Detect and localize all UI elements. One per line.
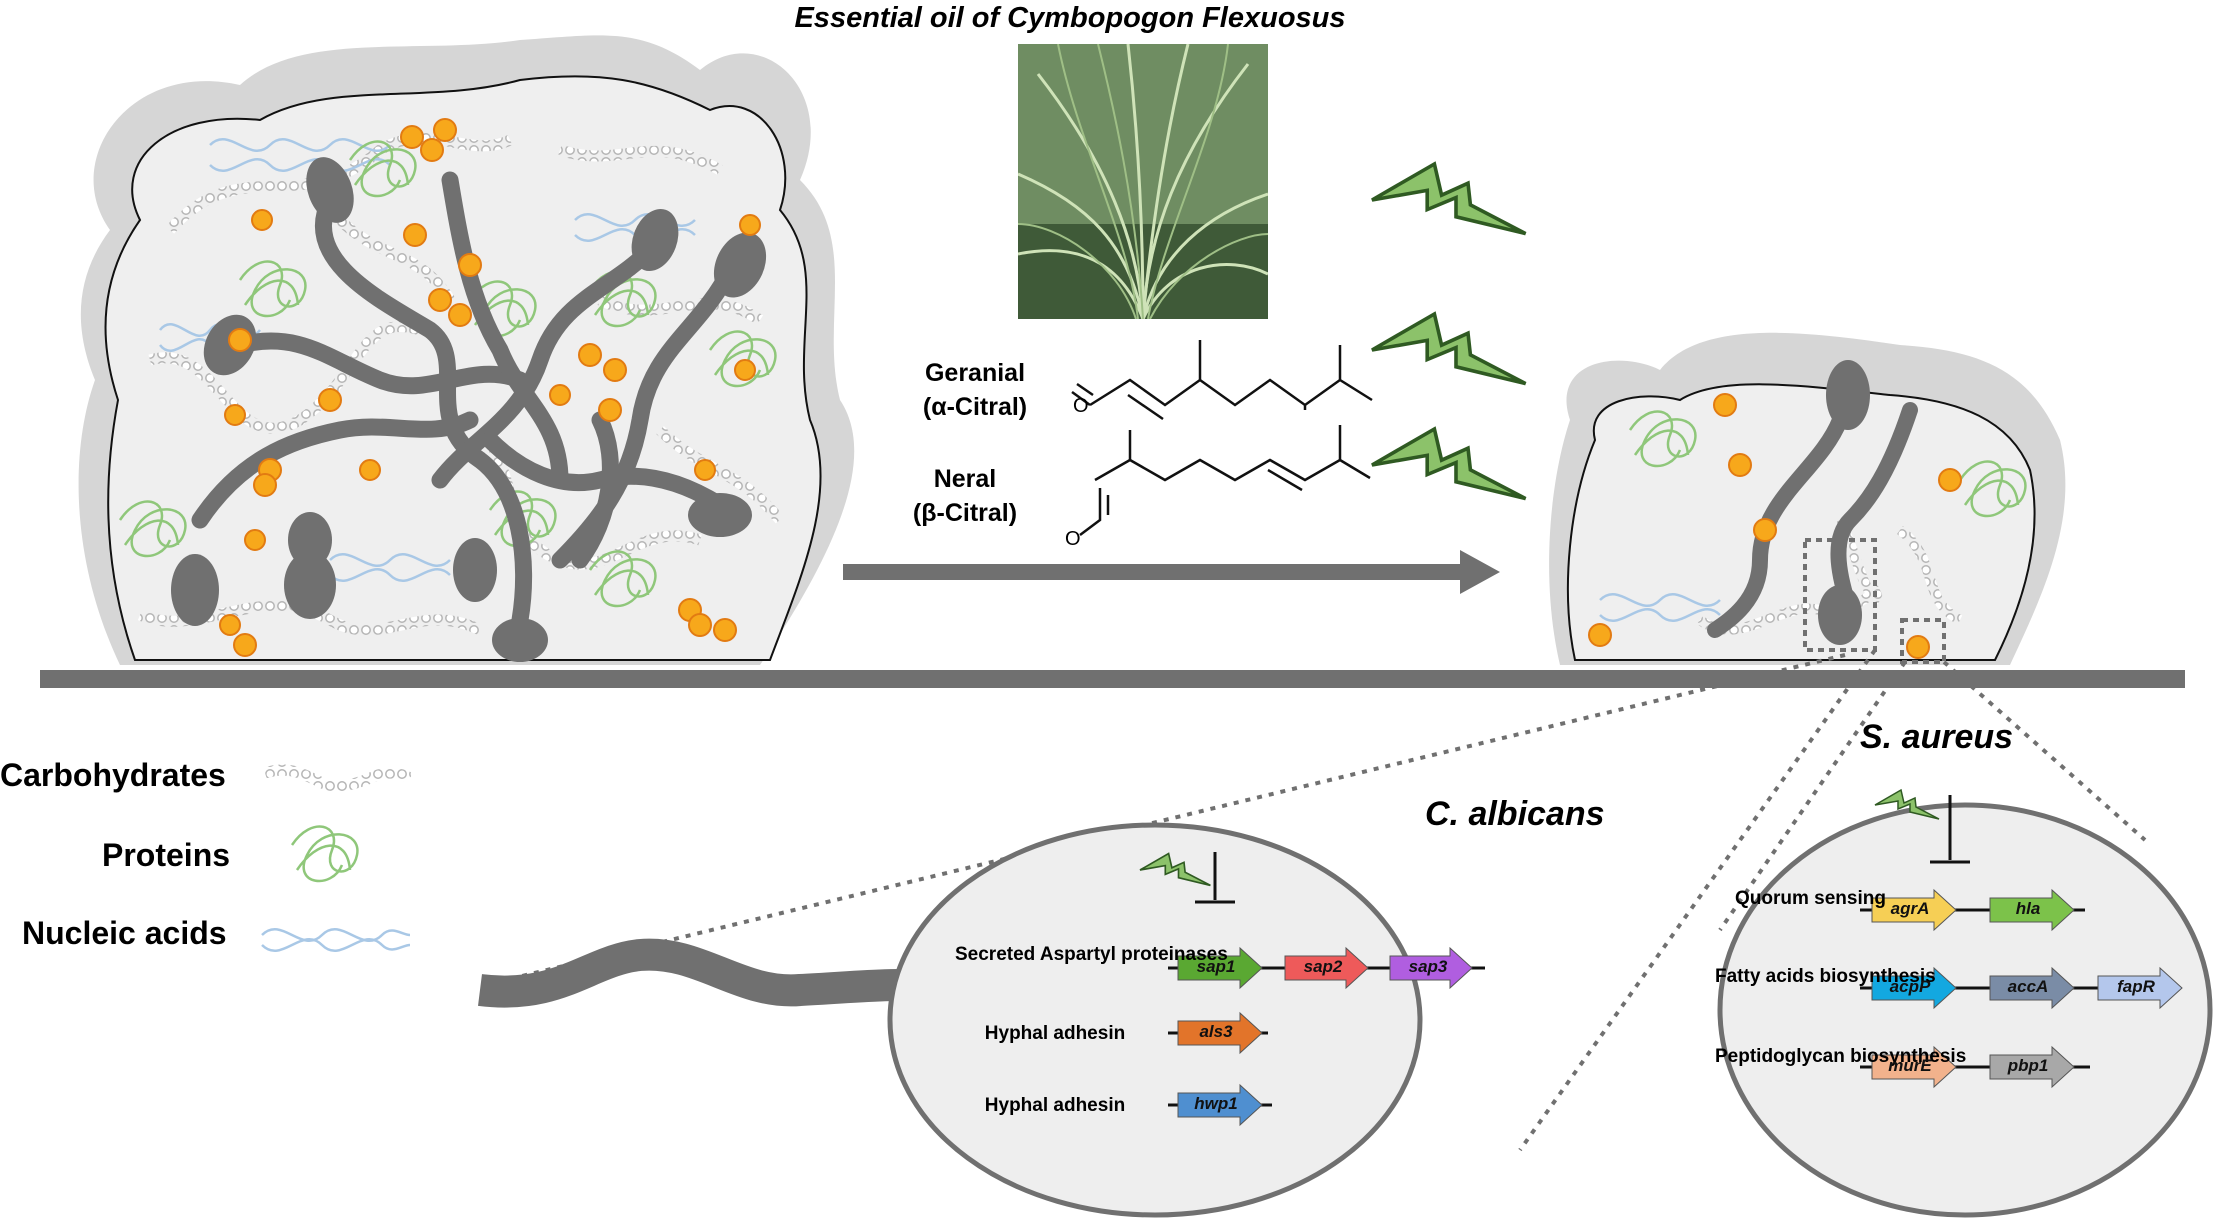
row-label-peptidoglycan: Peptidoglycan biosynthesis <box>1715 1046 1967 1067</box>
gene-fapR: fapR <box>2117 977 2155 996</box>
s-aureus-title: S. aureus <box>1860 718 2014 756</box>
zoomed-hypha <box>478 938 901 1008</box>
row-label-quorum: Quorum sensing <box>1735 888 1886 909</box>
geranial-alt: (α-Citral) <box>922 393 1028 421</box>
aldehyde-o: O <box>1073 395 1089 417</box>
gene-sap3: sap3 <box>1408 957 1448 976</box>
gene-acpP: acpP <box>1889 977 1931 996</box>
gene-pbp1: pbp1 <box>2007 1056 2049 1075</box>
c-albicans-panel <box>887 822 1423 1218</box>
geranial-name: Geranial <box>924 359 1026 387</box>
lightning-bolts <box>1370 162 1528 501</box>
orange-particles <box>219 118 761 657</box>
legend-proteins: Proteins <box>102 837 231 873</box>
s-aureus-panel <box>1717 802 2213 1218</box>
gene-sap1: sap1 <box>1196 957 1236 976</box>
gene-agrA: agrA <box>1890 899 1930 918</box>
legend-nucleic-acids: Nucleic acids <box>22 915 227 951</box>
bolt-icon <box>1370 427 1528 501</box>
protein-icon <box>290 825 359 883</box>
gene-sap2: sap2 <box>1303 957 1343 976</box>
bolt-icon <box>1370 312 1528 386</box>
row-label-fatty-acids: Fatty acids biosynthesis <box>1715 966 1936 987</box>
lemongrass-photo <box>1018 44 1268 319</box>
row-label-hwp: Hyphal adhesin <box>984 1095 1126 1116</box>
dna-icon <box>261 928 411 952</box>
hyphae <box>191 171 739 629</box>
neral-label: Neral (β-Citral) <box>890 462 1040 530</box>
neral-structure <box>1079 425 1371 536</box>
bolt-icon <box>1370 162 1528 236</box>
mature-biofilm <box>78 35 855 666</box>
inhibition-mark <box>1195 795 1970 904</box>
treatment-arrow <box>843 550 1500 594</box>
legend-icons <box>261 764 413 952</box>
gene-als3: als3 <box>1199 1022 1233 1041</box>
c-albicans-title: C. albicans <box>1425 795 1605 833</box>
neral-alt: (β-Citral) <box>912 499 1018 527</box>
neral-name: Neral <box>933 465 997 493</box>
gene-hwp1: hwp1 <box>1194 1094 1238 1113</box>
geranial-label: Geranial (α-Citral) <box>900 356 1050 424</box>
geranial-structure <box>1071 340 1373 421</box>
gene-murE: murE <box>1888 1056 1932 1075</box>
gene-arrows <box>1177 888 2183 1127</box>
gene-accA: accA <box>2007 977 2049 996</box>
aldehyde-o: O <box>1065 528 1081 550</box>
zoom-lines <box>484 648 2147 1152</box>
figure-title: Essential oil of Cymbopogon Flexuosus <box>794 2 1346 34</box>
reduced-biofilm <box>1549 332 2066 665</box>
row-label-als: Hyphal adhesin <box>984 1023 1126 1044</box>
legend-carbohydrates: Carbohydrates <box>0 757 226 793</box>
carbohydrate-icon <box>263 764 413 792</box>
gene-hla: hla <box>2015 899 2041 918</box>
row-label-sap: Secreted Aspartyl proteinases <box>955 944 1228 965</box>
surface-bar <box>40 670 2185 688</box>
